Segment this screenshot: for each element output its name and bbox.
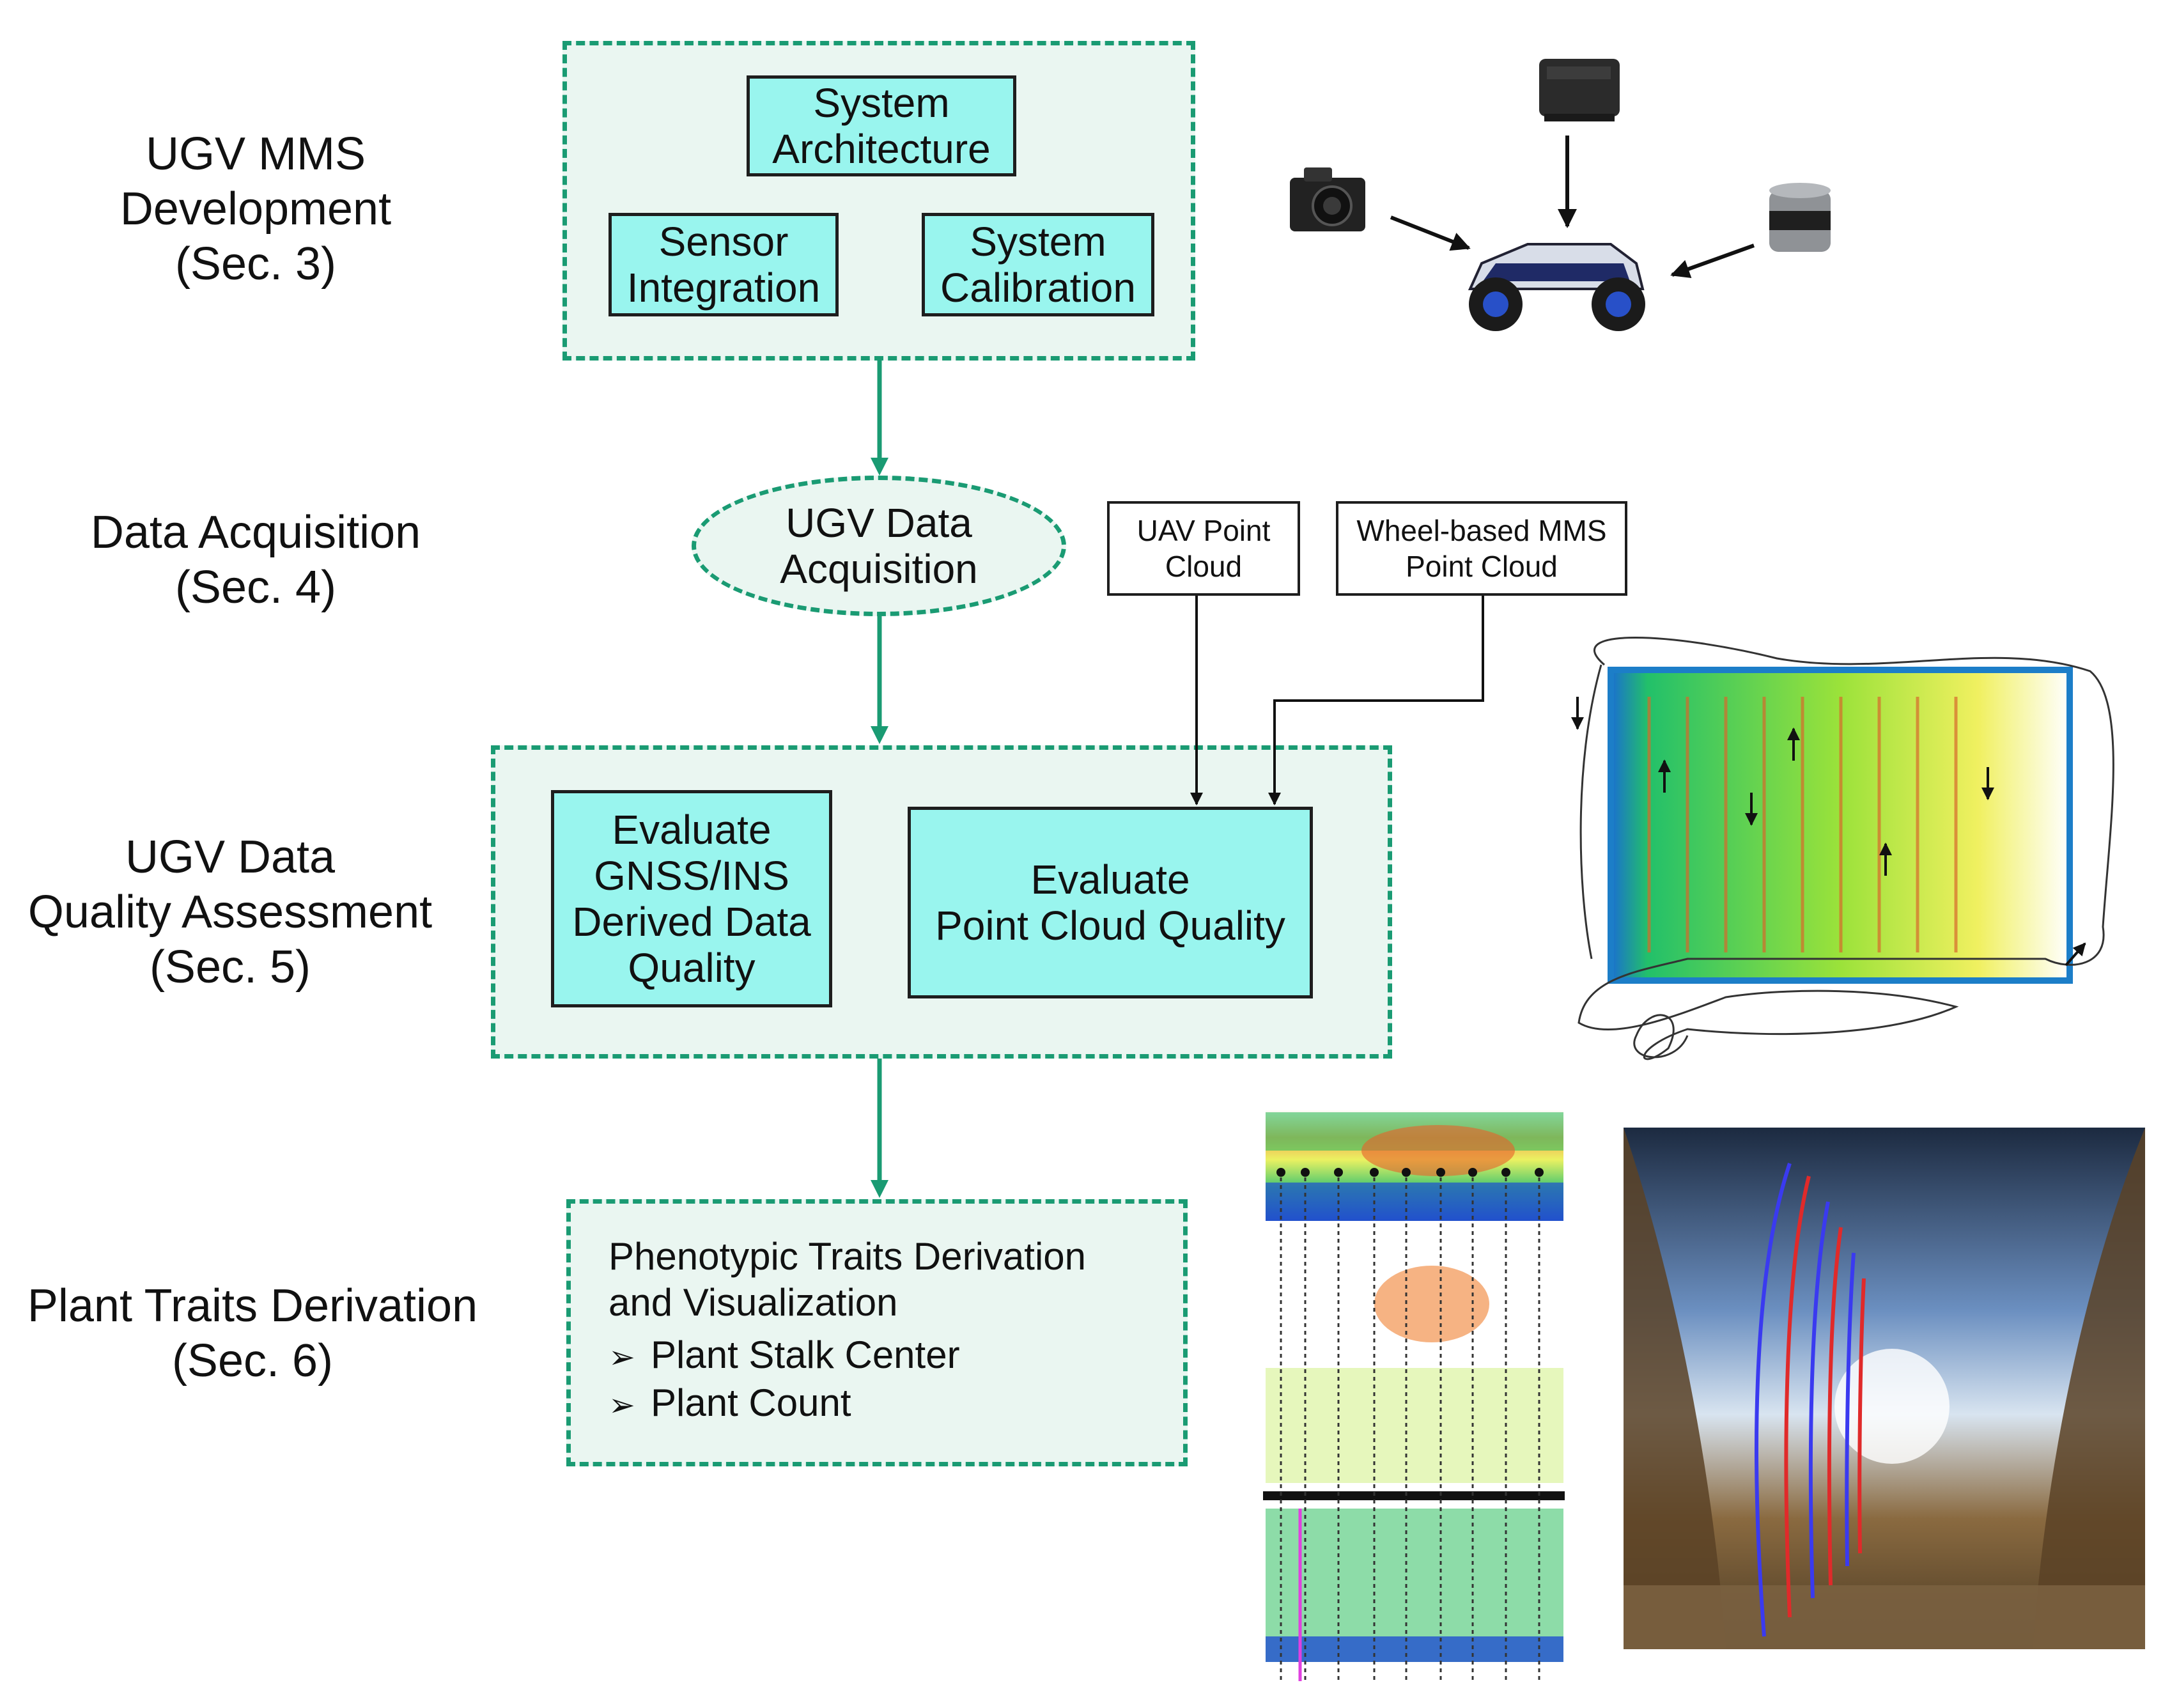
evaluate-gnss-ins-box: Evaluate GNSS/INS Derived Data Quality [551, 790, 832, 1007]
wheel-based-mms-point-cloud-box: Wheel-based MMS Point Cloud [1336, 501, 1627, 596]
box-line: Architecture [772, 126, 991, 172]
ugv-vehicle-icon [1468, 243, 1645, 331]
stage-label-line: Quality Assessment [27, 887, 433, 938]
traits-item-label: Plant Count [651, 1381, 851, 1424]
stage-label-line: UGV MMS [145, 128, 366, 180]
traits-subtitle: and Visualization [609, 1281, 898, 1324]
stage-label-line: Plant Traits Derivation [27, 1280, 478, 1331]
box-line: Sensor [658, 219, 789, 265]
stage-label-development: UGV MMS Development (Sec. 3) [83, 127, 428, 291]
stage-label-line: Data Acquisition [90, 507, 421, 558]
lidar-icon [1769, 183, 1831, 252]
input-connectors [1190, 596, 1484, 805]
traits-item-label: Plant Stalk Center [651, 1333, 960, 1376]
box-line: GNSS/INS [594, 853, 789, 899]
box-line: System [970, 219, 1106, 265]
stage-label-line: (Sec. 4) [174, 562, 337, 613]
box-line: Integration [626, 265, 821, 311]
box-line: Cloud [1165, 550, 1243, 583]
stage-label-acquisition: Data Acquisition (Sec. 4) [51, 505, 460, 615]
stalk-profile-image [1263, 1110, 1565, 1681]
box-line: Quality [628, 945, 756, 991]
stage-label-line: UGV Data [125, 832, 336, 883]
stage-label-traits: Plant Traits Derivation (Sec. 6) [0, 1278, 505, 1388]
traits-title: Phenotypic Traits Derivation [609, 1235, 1087, 1278]
camera-icon [1290, 167, 1365, 231]
system-calibration-box: System Calibration [922, 213, 1154, 316]
box-line: Evaluate [1030, 857, 1190, 903]
ugv-data-acquisition-ellipse: UGV Data Acquisition [692, 476, 1066, 616]
stage-label-line: (Sec. 5) [149, 942, 311, 993]
sensor-illustration [1290, 59, 1831, 331]
camera-arrow [1390, 215, 1471, 251]
ellipse-line: UGV Data [786, 500, 972, 546]
evaluate-point-cloud-quality-box: Evaluate Point Cloud Quality [908, 807, 1313, 998]
stage-label-line: Development [120, 183, 392, 235]
box-line: Point Cloud Quality [935, 903, 1285, 949]
traits-item: ➢ Plant Stalk Center [609, 1332, 1171, 1380]
stage-label-quality: UGV Data Quality Assessment (Sec. 5) [0, 830, 460, 995]
stage-label-line: (Sec. 3) [174, 238, 337, 290]
point-cloud-trajectory-image [1571, 637, 2114, 1060]
box-line: Evaluate [612, 807, 771, 853]
box-line: System [813, 80, 950, 126]
bullet-arrow-icon: ➢ [609, 1387, 635, 1423]
bullet-arrow-icon: ➢ [609, 1339, 635, 1375]
stage-label-line: (Sec. 6) [171, 1335, 334, 1386]
gnss-ins-unit-icon [1539, 59, 1620, 121]
connector-wheel [1268, 596, 1484, 805]
sensor-integration-box: Sensor Integration [609, 213, 839, 316]
ellipse-line: Acquisition [780, 546, 978, 592]
uav-point-cloud-box: UAV Point Cloud [1107, 501, 1300, 596]
box-line: Calibration [940, 265, 1136, 311]
traits-item: ➢ Plant Count [609, 1380, 1171, 1428]
system-architecture-box: System Architecture [747, 75, 1016, 176]
cornfield-photo [1624, 1128, 2145, 1649]
traits-text-block: Phenotypic Traits Derivation and Visuali… [609, 1234, 1171, 1428]
lidar-arrow [1670, 244, 1755, 278]
box-line: Wheel-based MMS [1356, 514, 1607, 547]
box-line: Point Cloud [1406, 550, 1558, 583]
box-line: UAV Point [1136, 514, 1271, 547]
traits-derivation-panel [566, 1199, 1188, 1466]
box-line: Derived Data [572, 899, 811, 945]
